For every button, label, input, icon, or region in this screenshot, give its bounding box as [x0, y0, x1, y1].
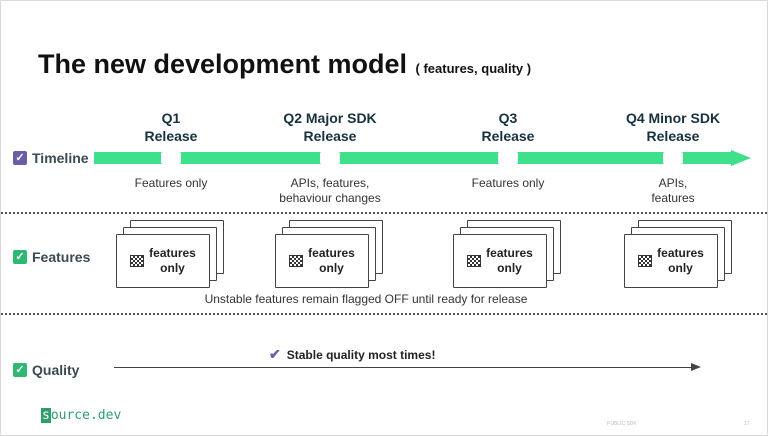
- footer-label: PUBLIC SDK: [607, 421, 637, 427]
- quarter-note-line: Features only: [134, 176, 208, 190]
- doc-label-line: features: [486, 246, 533, 260]
- logo-first-letter: s: [41, 408, 51, 423]
- quarter-note-line: APIs, features,: [290, 176, 370, 190]
- timeline-marker-q4: [663, 152, 683, 164]
- timeline-bar: [94, 152, 732, 164]
- quarter-heading-q1: Q1 Release: [101, 109, 241, 145]
- timeline-marker-q1: [161, 152, 181, 164]
- quarter-title: Q1: [161, 110, 181, 126]
- quality-arrowhead: [691, 363, 701, 371]
- title-main: The new development model: [38, 49, 408, 79]
- section-divider: [1, 313, 767, 315]
- quarter-note-q1: Features only: [96, 176, 246, 191]
- quarter-title: Q4 Minor SDK: [625, 110, 721, 126]
- slide-title: The new development model ( features, qu…: [38, 49, 531, 80]
- row-label-timeline-text: Timeline: [32, 150, 89, 166]
- checkbox-checked-icon: ✓: [13, 151, 27, 165]
- doc-page-front: features only: [453, 234, 547, 288]
- page-number: 17: [744, 421, 750, 427]
- quality-note-text: Stable quality most times!: [286, 347, 436, 362]
- row-label-quality-text: Quality: [32, 362, 80, 378]
- doc-page-front: features only: [116, 234, 210, 288]
- quarter-subtitle: Release: [144, 128, 198, 144]
- checkered-flag-icon: [467, 255, 482, 267]
- checkmark-icon: ✔: [269, 346, 281, 362]
- section-divider: [1, 212, 767, 214]
- doc-page-front: features only: [624, 234, 718, 288]
- row-label-features: ✓ Features: [13, 249, 90, 265]
- doc-label-line: only: [319, 261, 344, 275]
- timeline-marker-q3: [498, 152, 518, 164]
- doc-label-line: features: [308, 246, 355, 260]
- checkbox-checked-icon: ✓: [13, 250, 27, 264]
- checkered-flag-icon: [289, 255, 304, 267]
- quarter-title: Q3: [498, 110, 518, 126]
- logo: s ource.dev: [41, 408, 121, 423]
- quarter-heading-q2: Q2 Major SDK Release: [260, 109, 400, 145]
- quarter-note-q2: APIs, features, behaviour changes: [255, 176, 405, 206]
- quarter-note-line: APIs,: [658, 176, 688, 190]
- quality-note: ✔ Stable quality most times!: [269, 346, 435, 363]
- quarter-note-q3: Features only: [433, 176, 583, 191]
- quarter-subtitle: Release: [481, 128, 535, 144]
- quarter-note-q4: APIs, features: [598, 176, 748, 206]
- checkered-flag-icon: [638, 255, 653, 267]
- row-label-timeline: ✓ Timeline: [13, 150, 89, 166]
- timeline-marker-q2: [320, 152, 340, 164]
- logo-rest: ource.dev: [50, 408, 122, 423]
- quarter-title: Q2 Major SDK: [283, 110, 377, 126]
- row-label-features-text: Features: [32, 249, 91, 265]
- doc-label-line: only: [160, 261, 185, 275]
- quality-arrow-line: [114, 367, 692, 368]
- checkered-flag-icon: [130, 255, 145, 267]
- feature-doc-stack-q3: features only: [453, 220, 565, 290]
- doc-label-line: only: [668, 261, 693, 275]
- row-label-quality: ✓ Quality: [13, 362, 79, 378]
- doc-label-line: only: [497, 261, 522, 275]
- feature-doc-stack-q1: features only: [116, 220, 228, 290]
- doc-label-line: features: [657, 246, 704, 260]
- feature-doc-stack-q4: features only: [624, 220, 736, 290]
- doc-page-front: features only: [275, 234, 369, 288]
- features-note: Unstable features remain flagged OFF unt…: [204, 292, 528, 306]
- quarter-subtitle: Release: [646, 128, 700, 144]
- quarter-note-line: Features only: [471, 176, 545, 190]
- title-subtitle: ( features, quality ): [415, 61, 532, 76]
- quarter-note-line: behaviour changes: [279, 191, 381, 205]
- timeline-arrowhead: [731, 150, 751, 166]
- checkbox-checked-icon: ✓: [13, 363, 27, 377]
- quarter-heading-q4: Q4 Minor SDK Release: [603, 109, 743, 145]
- quarter-note-line: features: [651, 191, 695, 205]
- feature-doc-stack-q2: features only: [275, 220, 387, 290]
- quarter-subtitle: Release: [303, 128, 357, 144]
- quarter-heading-q3: Q3 Release: [438, 109, 578, 145]
- doc-label-line: features: [149, 246, 196, 260]
